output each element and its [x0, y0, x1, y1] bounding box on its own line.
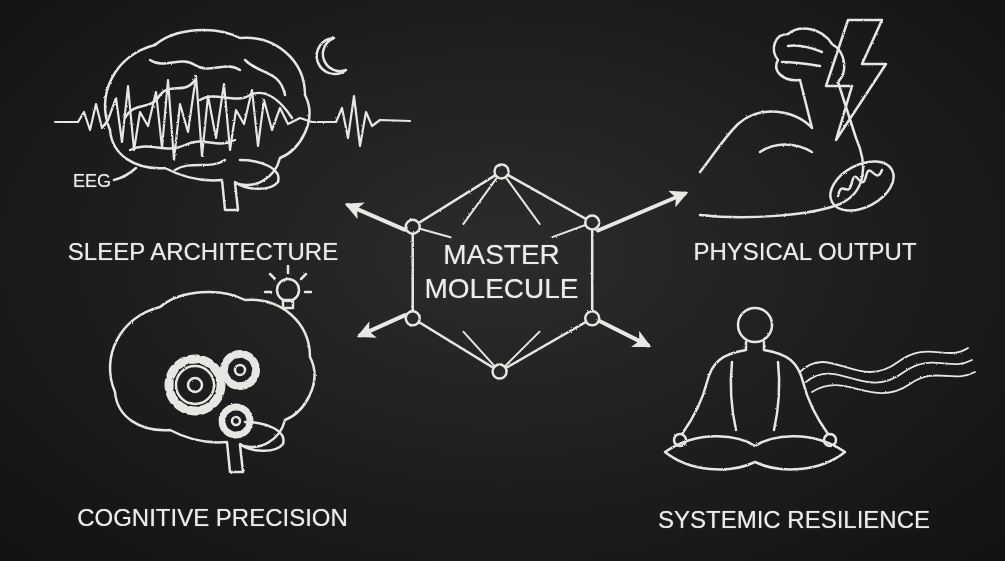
molecule-bond [463, 171, 502, 224]
node-label: MASTER MOLECULE [417, 238, 587, 306]
brain-sketch [105, 30, 309, 210]
meditating-figure [682, 342, 746, 434]
connector-arrow [598, 320, 648, 345]
molecule-bond [502, 171, 541, 224]
moon-symbol [317, 38, 346, 74]
atom-dot [495, 164, 509, 178]
brain-fold [125, 80, 195, 118]
brain-outline [105, 30, 309, 210]
mitochondrion [838, 170, 882, 196]
gear-symbol [222, 407, 250, 435]
atom-dot [585, 216, 599, 230]
lightning-bolt [826, 20, 886, 140]
concept-node: SLEEP ARCHITECTURE [58, 15, 348, 270]
molecule-outline [406, 164, 599, 378]
gear-symbol [232, 417, 240, 425]
concept-node: SYSTEMIC RESILIENCE [648, 300, 940, 538]
lightbulb-symbol [277, 279, 299, 301]
node-label: COGNITIVE PRECISION [77, 504, 348, 532]
concept-node: PHYSICAL OUTPUT [685, 15, 925, 270]
brain-fold [130, 140, 235, 150]
flexed-arm [760, 145, 812, 153]
connector-arrow [598, 194, 685, 231]
concept-node: COGNITIVE PRECISION [65, 268, 360, 536]
energy-waves [812, 372, 975, 393]
connector-arrow [360, 315, 405, 335]
meditating-figure [774, 362, 779, 430]
node-label: PHYSICAL OUTPUT [693, 238, 916, 266]
eeg-wave [55, 76, 410, 160]
energy-waves [800, 348, 975, 393]
brain-outline [110, 292, 314, 472]
energy-waves [800, 348, 968, 372]
brain-fold [175, 160, 225, 170]
lightbulb-symbol [265, 266, 311, 308]
molecule-bond [500, 331, 541, 371]
molecule-outline [405, 165, 598, 378]
mitochondrion [822, 151, 902, 220]
brain-fold [150, 60, 240, 70]
mitochondrion [822, 151, 902, 220]
annotation-label: EEG [73, 171, 111, 191]
meditating-figure [665, 436, 845, 469]
gear-symbol [169, 359, 221, 411]
brain-sketch [110, 292, 314, 472]
node-label: SLEEP ARCHITECTURE [68, 238, 338, 266]
chalk-art [55, 20, 975, 472]
hub-node: MASTER MOLECULE [405, 165, 598, 378]
leader-line [114, 168, 136, 180]
connector-arrow [348, 205, 405, 230]
atom-dot [406, 220, 420, 234]
lightbulb-symbol [283, 300, 293, 308]
gear-symbol [188, 378, 202, 392]
gear-symbol [176, 366, 214, 404]
flexed-arm [782, 62, 820, 66]
gear-symbol [235, 365, 245, 375]
flexed-arm [700, 29, 863, 218]
atom-dot [585, 311, 599, 325]
gear-symbol [224, 354, 256, 386]
meditating-figure [731, 362, 736, 430]
atom-dot [493, 365, 507, 379]
meditating-figure [824, 434, 836, 446]
flexed-arm [700, 29, 863, 218]
gear-symbol [169, 354, 256, 435]
energy-waves [806, 360, 972, 383]
meditating-figure [674, 434, 686, 446]
node-label: SYSTEMIC RESILIENCE [658, 506, 930, 534]
lightbulb-symbol [265, 266, 311, 292]
atom-dot [406, 311, 420, 325]
flexed-arm [788, 45, 822, 52]
molecule-bond [413, 171, 592, 371]
meditating-figure [738, 308, 772, 342]
